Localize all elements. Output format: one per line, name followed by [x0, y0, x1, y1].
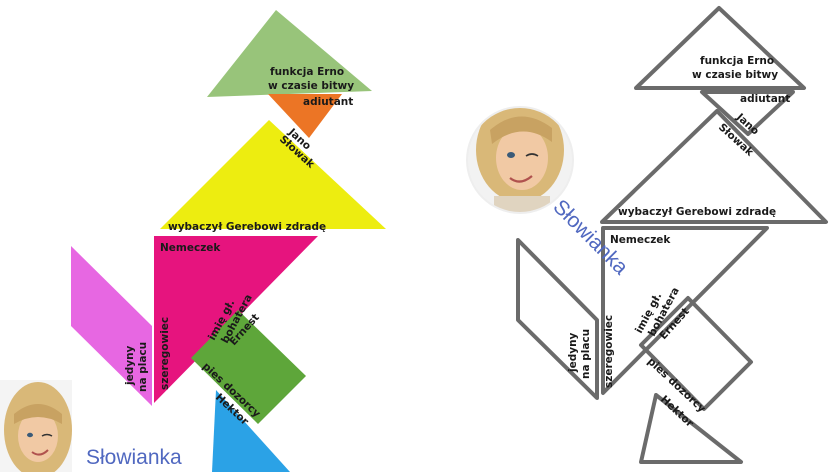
outline-triangle-magenta	[601, 226, 769, 395]
label-funkcja-l2: w czasie bitwy	[268, 80, 354, 92]
orange-triangle	[268, 94, 342, 138]
label-adiutant: adiutant	[303, 96, 353, 108]
outline-tangram	[516, 6, 828, 464]
r-label-funkcja-l1: funkcja Erno	[700, 55, 774, 67]
outline-triangle-top	[634, 6, 806, 90]
r-label-jedyny-l2: na placu	[580, 329, 592, 379]
r-label-funkcja-l2: w czasie bitwy	[692, 69, 778, 81]
r-label-nemeczek: Nemeczek	[610, 234, 671, 246]
signature-left: Słowianka	[86, 446, 182, 469]
outline-triangle-small	[700, 90, 795, 136]
r-label-adiutant: adiutant	[740, 93, 790, 105]
r-label-wybaczyl: wybaczył Gerebowi zdradę	[618, 206, 776, 218]
label-wybaczyl: wybaczył Gerebowi zdradę	[168, 221, 326, 233]
outline-parallelogram	[516, 238, 599, 400]
green-square	[191, 310, 306, 424]
green-triangle	[207, 10, 372, 97]
label-jedyny-l1: jedyny	[124, 345, 136, 386]
outline-square	[639, 296, 753, 411]
label-szeregowiec: szeregowiec	[159, 317, 171, 390]
outline-triangle-large	[600, 109, 828, 224]
label-funkcja-l1: funkcja Erno	[270, 66, 344, 78]
label-nemeczek: Nemeczek	[160, 242, 221, 254]
label-jedyny-l2: na placu	[137, 342, 149, 392]
avatar-icon	[0, 380, 72, 472]
avatar-icon	[466, 106, 574, 214]
blue-triangle	[212, 390, 290, 472]
r-label-szeregowiec: szeregowiec	[603, 315, 615, 388]
yellow-triangle	[160, 120, 386, 229]
outline-triangle-bottom	[639, 393, 743, 464]
pink-parallelogram	[71, 246, 152, 406]
r-label-jedyny-l1: jedyny	[567, 332, 579, 373]
colored-tangram: funkcja Erno w czasie bitwy adiutant Jan…	[71, 10, 386, 472]
